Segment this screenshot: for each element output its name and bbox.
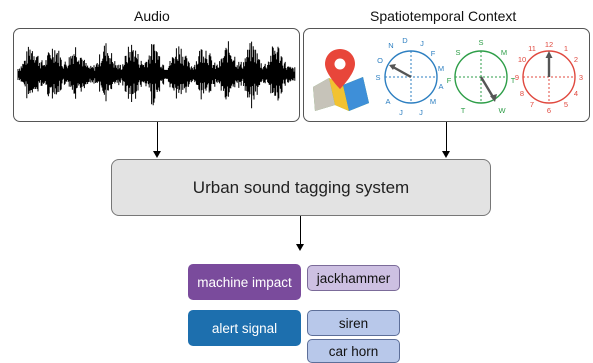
hour-label: 8 [520,89,524,98]
month-label: D [402,36,408,45]
context-title: Spatiotemporal Context [370,8,517,24]
month-clock: J F M A M J J A S O N D [375,36,444,117]
context-arrow-line [446,122,447,152]
month-label: M [438,64,444,73]
week-clock: S M T W T F S [447,38,516,115]
hour-label: 6 [547,106,551,115]
tag-machine-impact: machine impact [188,264,301,300]
month-label: J [419,108,423,117]
month-label: O [377,56,383,65]
month-label: J [399,108,403,117]
hour-label: 7 [530,100,534,109]
week-clock-hand [479,76,495,98]
audio-title: Audio [134,8,170,24]
context-arrow-head [442,151,450,158]
month-label: M [430,97,436,106]
month-label: J [420,39,424,48]
output-arrow-line [300,216,301,245]
week-label: S [455,48,460,57]
hour-label: 1 [564,44,568,53]
week-clock-labels: S M T W T F S [447,38,516,115]
hour-label: 5 [564,100,568,109]
hour-clock-labels: 12 1 2 3 4 5 6 7 8 9 10 11 [515,40,583,115]
week-label: F [447,76,452,85]
hour-label: 12 [545,40,553,49]
hour-clock: 12 1 2 3 4 5 6 7 8 9 10 11 [515,40,583,115]
audio-arrow-head [153,151,161,158]
month-label: A [438,82,443,91]
week-label: S [478,38,483,47]
context-panel: J F M A M J J A S O N D S M T W T F S [303,28,590,122]
month-label: S [375,73,380,82]
output-arrow-head [296,244,304,251]
week-label: T [511,76,516,85]
month-label: N [388,41,393,50]
month-label: F [431,49,436,58]
urban-sound-tagging-system: Urban sound tagging system [111,159,491,216]
hour-label: 9 [515,73,519,82]
audio-arrow-line [157,122,158,152]
week-label: M [501,48,507,57]
week-label: T [461,106,466,115]
tag-alert-signal: alert signal [188,310,301,346]
month-clock-hand [392,65,412,79]
audio-panel [13,28,300,122]
month-label: A [385,97,390,106]
hour-label: 2 [574,55,578,64]
waveform-path [17,41,296,109]
month-clock-labels: J F M A M J J A S O N D [375,36,444,117]
hour-label: 10 [518,55,526,64]
hour-label: 4 [574,89,578,98]
tag-jackhammer: jackhammer [307,265,400,291]
map-pin-icon [313,49,369,111]
tag-siren: siren [307,310,400,336]
hour-label: 11 [528,44,536,53]
week-label: W [498,106,506,115]
hour-label: 3 [579,73,583,82]
audio-waveform [17,41,296,109]
tag-car-horn: car horn [307,339,400,363]
